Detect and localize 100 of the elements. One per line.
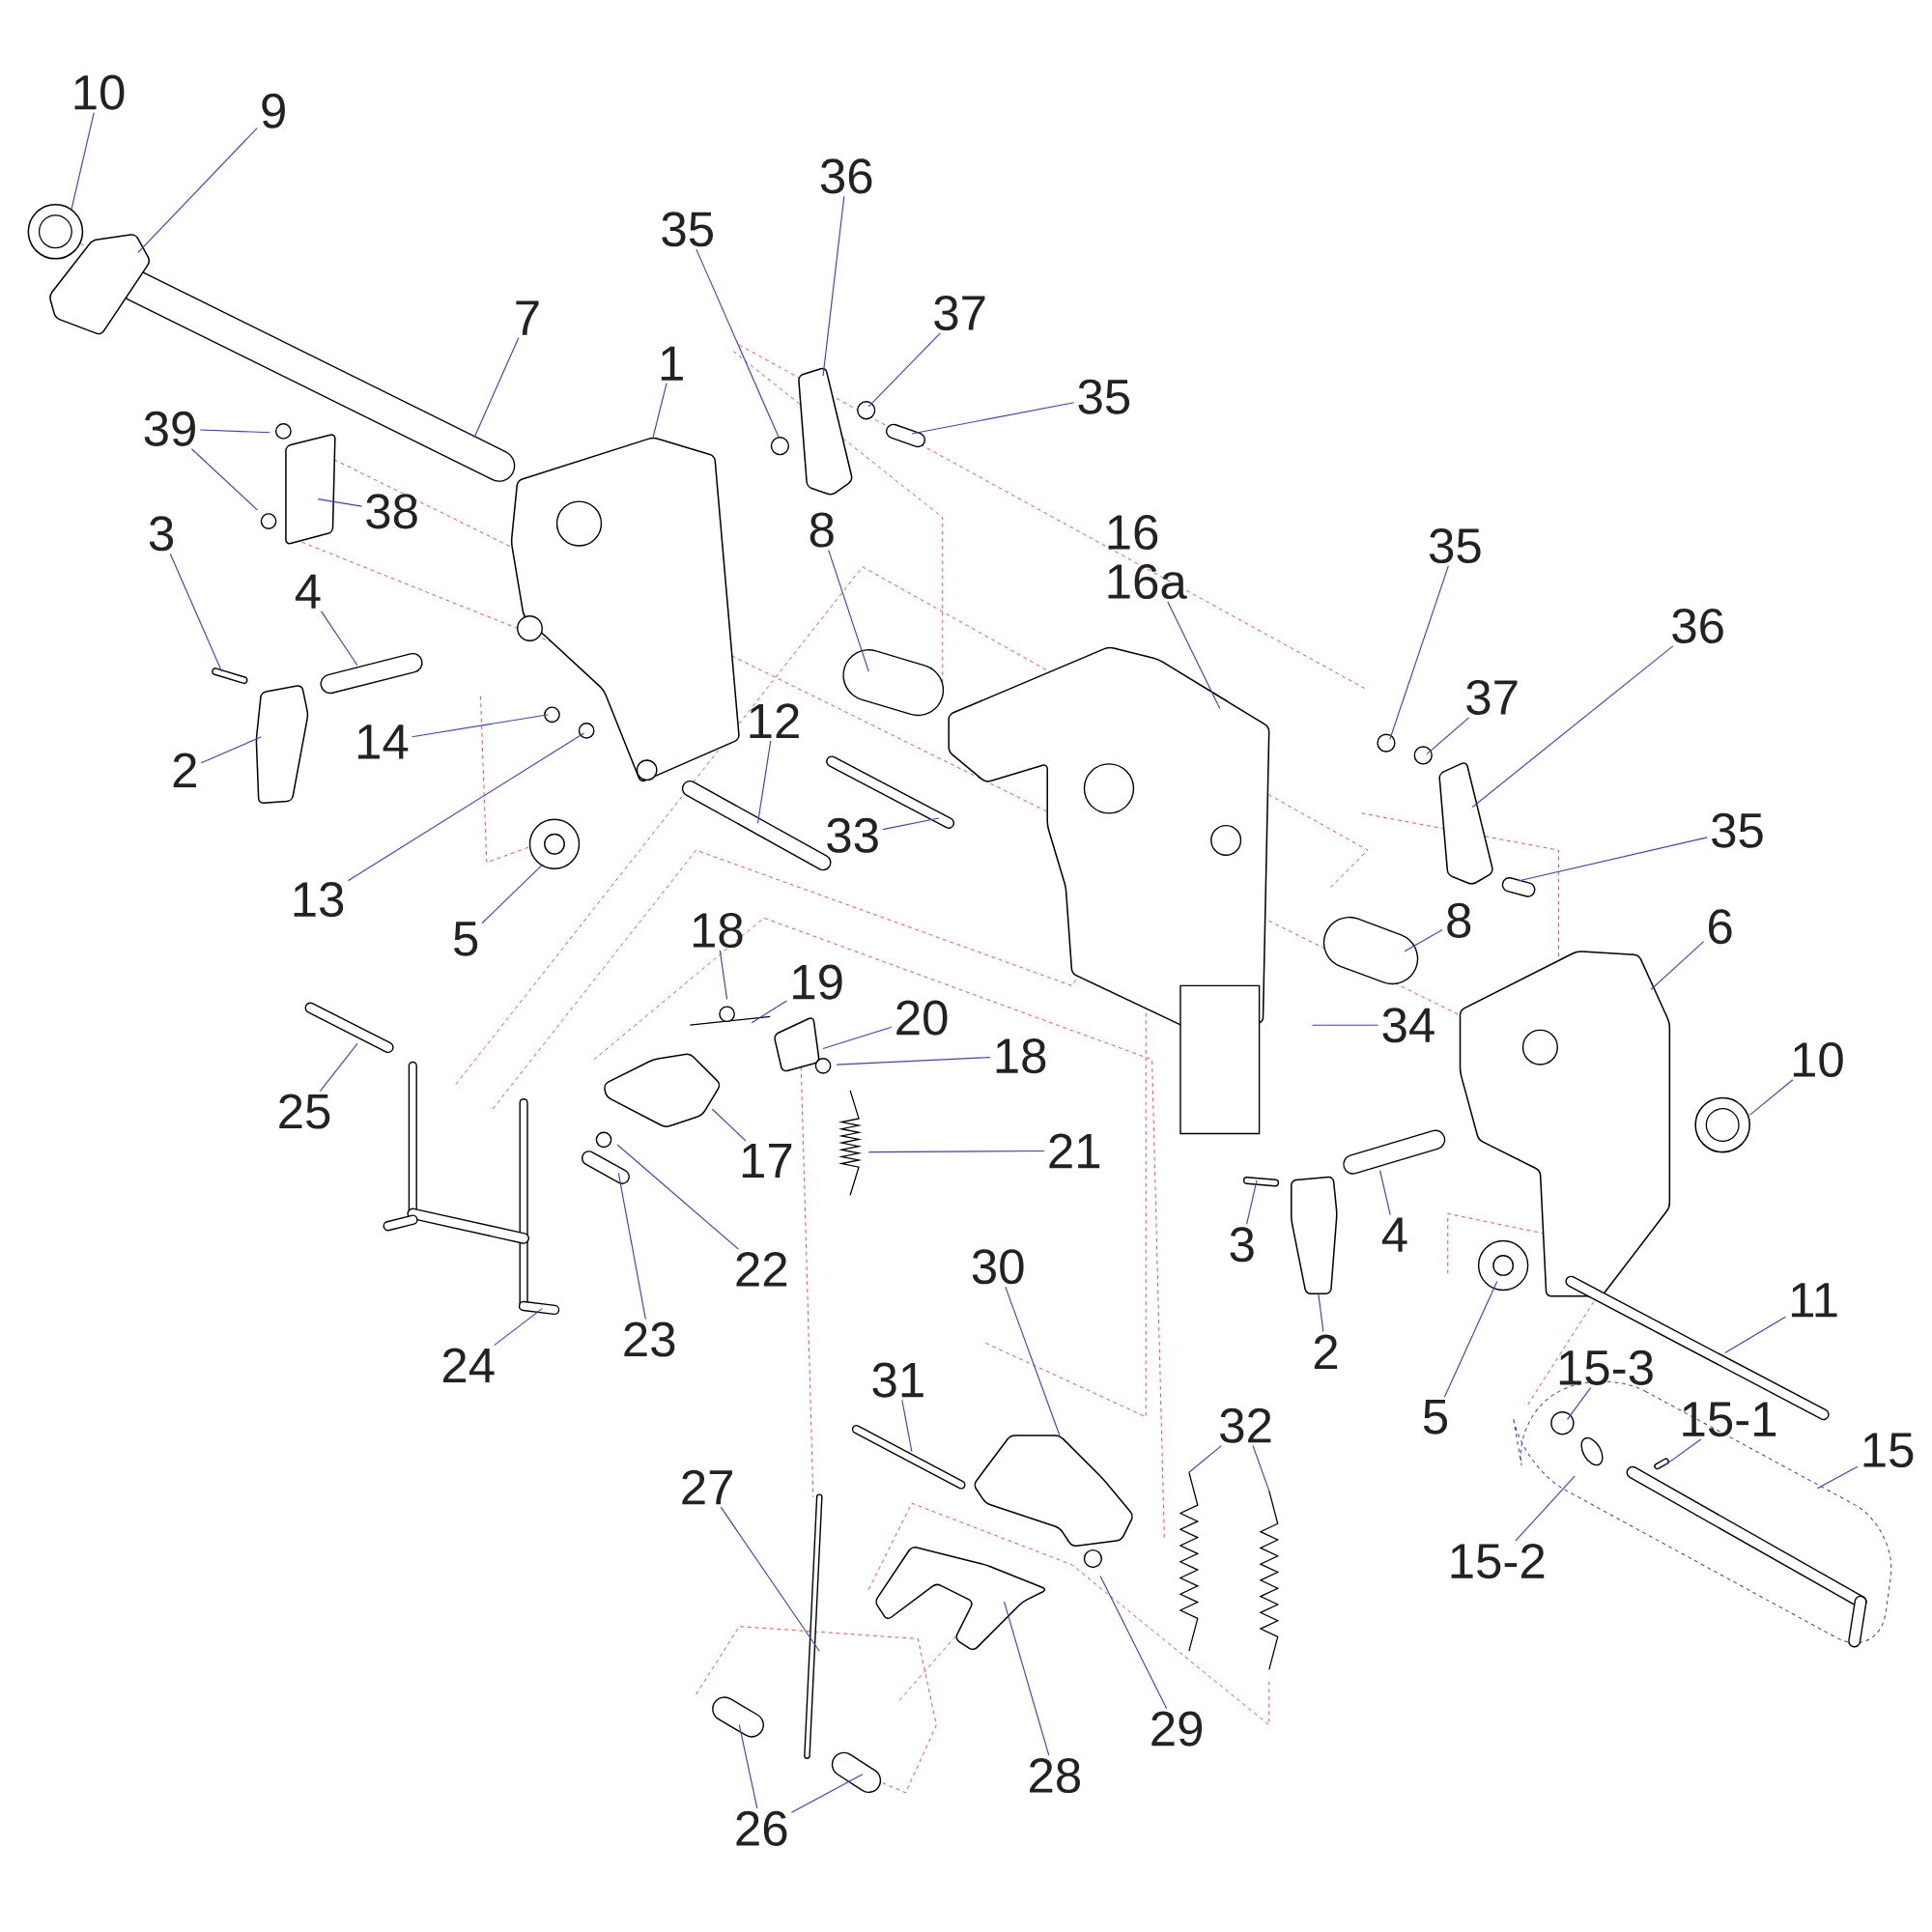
- callout-number: 3: [149, 516, 174, 552]
- callout-number: 33: [827, 817, 878, 853]
- callout-number: 10: [1793, 1041, 1843, 1077]
- leader-line: [790, 1774, 864, 1813]
- leader-line: [751, 1000, 788, 1024]
- leader-line: [494, 1308, 543, 1347]
- leader-line: [481, 864, 543, 924]
- callout-number: 29: [1151, 1711, 1203, 1747]
- leader-line: [1426, 717, 1470, 755]
- callout-number: 22: [736, 1252, 787, 1287]
- callout-number: 30: [972, 1249, 1024, 1285]
- leader-line: [71, 111, 95, 211]
- callout-number: 35: [1712, 812, 1763, 848]
- leader-line: [911, 402, 1075, 435]
- callout-number: 18: [693, 912, 743, 949]
- leader-line: [1443, 1280, 1498, 1398]
- callout-number: 15-1: [1683, 1402, 1776, 1437]
- leader-line: [822, 195, 845, 377]
- leader-line: [901, 1399, 913, 1453]
- callout-number: 38: [366, 494, 417, 529]
- leader-line: [652, 383, 668, 439]
- callout-number: 13: [294, 882, 344, 918]
- callout-number: 31: [872, 1362, 923, 1398]
- callout-number: 32: [1220, 1407, 1271, 1443]
- callout-number: 23: [624, 1321, 675, 1357]
- leader-line: [1515, 1475, 1576, 1542]
- leader-line: [347, 732, 585, 882]
- leader-line: [616, 1144, 739, 1250]
- callout-number: 35: [662, 212, 713, 247]
- leader-line: [320, 611, 358, 667]
- leader-line: [1005, 1286, 1061, 1436]
- callout-number: 37: [1466, 679, 1518, 715]
- leader-line: [1517, 837, 1708, 882]
- callout-number: 14: [357, 724, 409, 759]
- leader-line: [1404, 928, 1443, 952]
- callout-number: 7: [516, 300, 539, 335]
- leader-line: [1379, 1170, 1391, 1216]
- callout-number: 17: [742, 1144, 792, 1179]
- leader-line: [1318, 1293, 1324, 1333]
- callout-number: 1: [661, 346, 683, 381]
- leader-line: [720, 1506, 820, 1652]
- callout-number: 9: [262, 93, 285, 128]
- callout-number: 36: [1672, 608, 1723, 644]
- callout-number: 2: [173, 753, 196, 787]
- callout-number: 20: [896, 1000, 948, 1036]
- leader-line: [190, 448, 259, 511]
- callout-number: 5: [454, 922, 478, 956]
- callout-number: 36: [820, 158, 872, 194]
- leader-line: [867, 1150, 1045, 1153]
- callout-number: 11: [1792, 1283, 1837, 1318]
- leader-line: [719, 950, 728, 1001]
- leader-line: [169, 553, 223, 672]
- callout-number: 4: [295, 574, 321, 609]
- leader-line: [199, 429, 270, 434]
- leader-line: [1003, 1601, 1050, 1756]
- callout-number: 8: [1447, 902, 1471, 938]
- leader-line: [200, 736, 262, 764]
- leader-line: [319, 1042, 358, 1093]
- callout-number: 12: [750, 703, 799, 738]
- leader-line: [882, 817, 940, 831]
- callout-number: 15-3: [1559, 1350, 1653, 1385]
- callout-number: 10: [74, 74, 125, 110]
- leader-line: [1816, 1465, 1859, 1490]
- leader-line: [836, 1057, 991, 1065]
- leader-line: [617, 1172, 646, 1321]
- leader-line: [1724, 1316, 1786, 1354]
- leader-line: [1566, 1387, 1592, 1420]
- leader-line: [473, 336, 520, 439]
- leader-line: [1188, 1445, 1222, 1473]
- callout-number: 25: [279, 1094, 330, 1129]
- callout-number: 5: [1423, 1400, 1448, 1435]
- callout-number: 35: [1078, 379, 1130, 414]
- leader-line: [756, 740, 772, 824]
- callout-number: 3: [1230, 1227, 1254, 1263]
- callout-number: 27: [682, 1469, 732, 1505]
- leader-line: [1662, 1438, 1702, 1467]
- callout-number: 28: [1030, 1757, 1080, 1794]
- callout-number: 18: [996, 1038, 1046, 1074]
- callout-number: 2: [1314, 1334, 1338, 1370]
- callout-number: 34: [1382, 1008, 1435, 1043]
- leader-line: [1748, 1079, 1794, 1116]
- leader-line: [1245, 1179, 1258, 1225]
- leader-line: [1650, 941, 1705, 990]
- leader-line: [867, 332, 941, 408]
- callout-number: 15-2: [1451, 1544, 1545, 1579]
- leader-line: [1167, 601, 1221, 709]
- callout-number: 21: [1049, 1133, 1100, 1169]
- callout-number: 35: [1429, 528, 1481, 564]
- leader-line: [828, 549, 869, 672]
- leader-line: [822, 1026, 893, 1050]
- leader-line: [1471, 645, 1674, 809]
- callout-number: 16 16a: [1108, 514, 1187, 600]
- leader-line: [137, 127, 258, 254]
- callout-number: 8: [810, 512, 834, 548]
- leader-line: [412, 714, 550, 738]
- leader-line: [1311, 1024, 1379, 1026]
- callout-number: 24: [442, 1348, 495, 1383]
- callout-number: 4: [1381, 1217, 1407, 1252]
- callout-number: 15: [1863, 1433, 1914, 1468]
- callout-number: 37: [934, 295, 985, 331]
